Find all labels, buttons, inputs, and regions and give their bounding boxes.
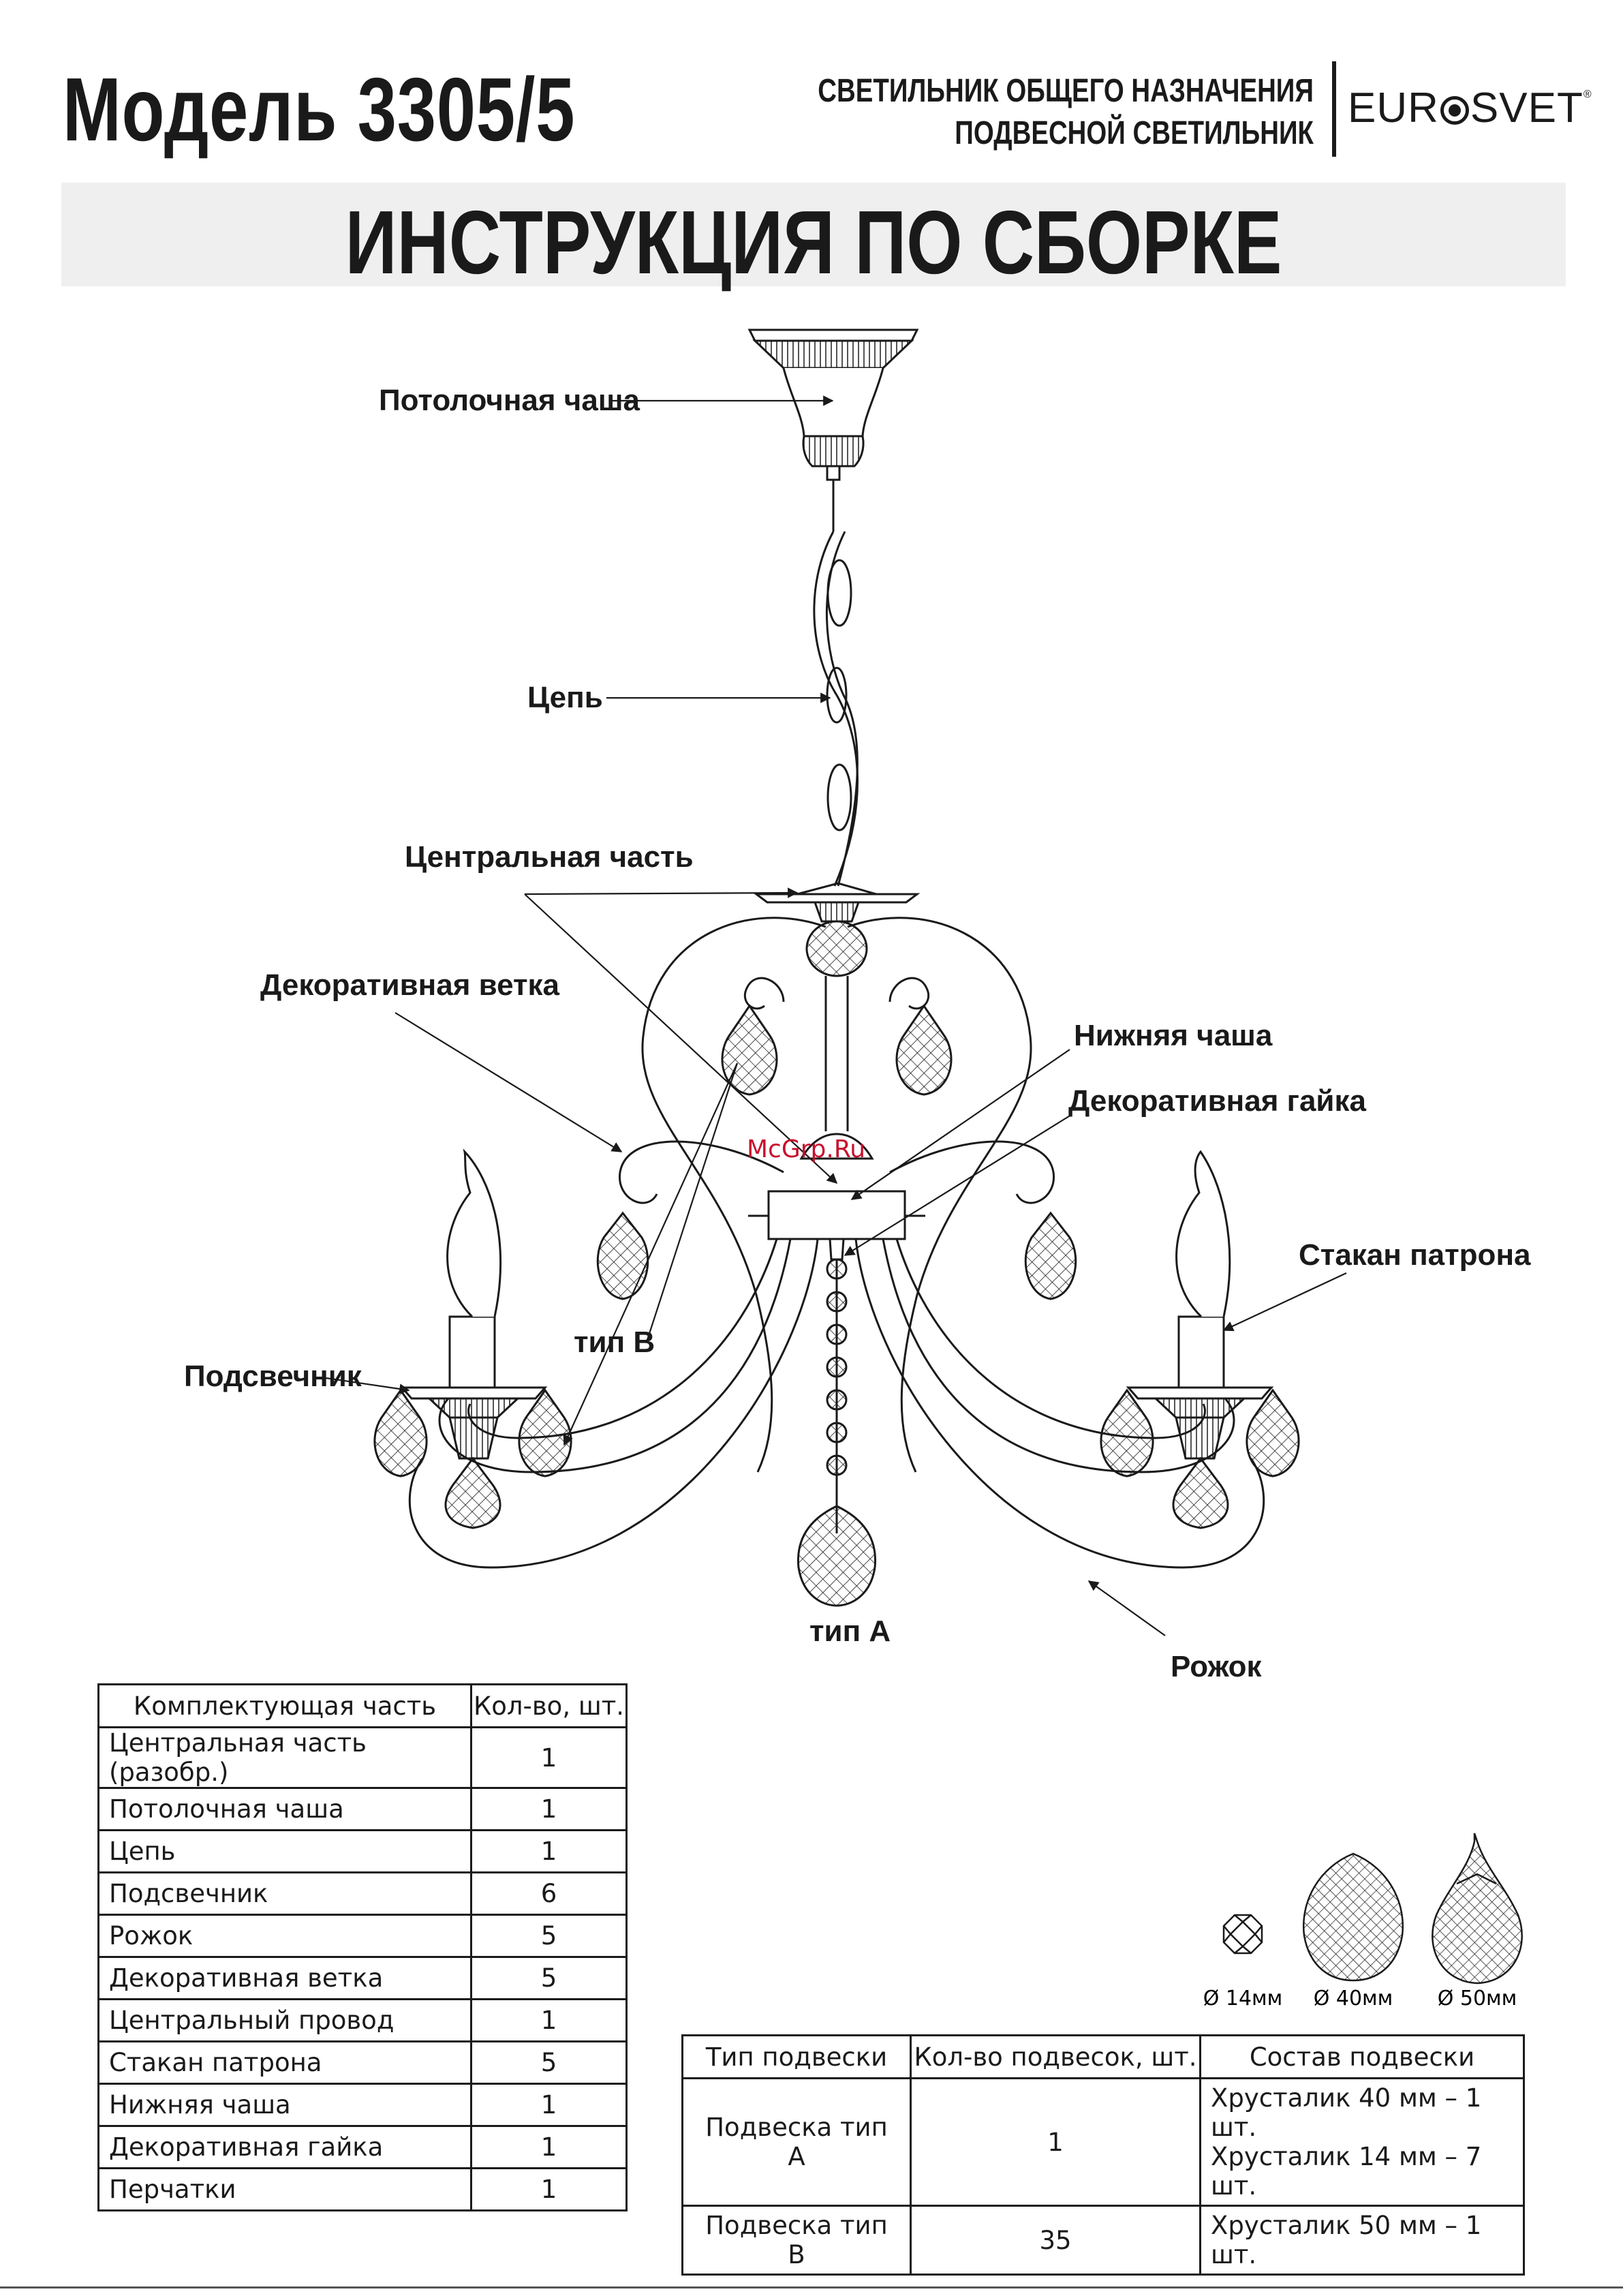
pendant-type-a: Подвеска тип А [681,2077,912,2207]
product-category: СВЕТИЛЬНИК ОБЩЕГО НАЗНАЧЕНИЯ ПОДВЕСНОЙ С… [634,68,1314,164]
pendant-qty-a: 1 [910,2077,1201,2207]
label-type-a: тип А [809,1614,891,1648]
part-name: Стакан патрона [97,2040,472,2085]
part-name: Потолочная чаша [97,1787,472,1831]
part-qty: 1 [470,2167,628,2211]
parts-header-qty: Кол-во, шт. [470,1683,628,1728]
pendant-type-a [797,1258,877,1607]
pendant-composition-a: Хрусталик 40 мм – 1 шт. Хрусталик 14 мм … [1199,2077,1525,2207]
pendant-header-qty: Кол-во подвесок, шт. [910,2034,1201,2079]
parts-table-header: Комплектующая часть Кол-во, шт. [97,1683,628,1728]
category-line-1: СВЕТИЛЬНИК ОБЩЕГО НАЗНАЧЕНИЯ [818,73,1314,109]
bottom-rule [0,2286,1623,2289]
part-name: Цепь [97,1829,472,1873]
pendants-type-b [373,1004,1300,1529]
crystal-14mm-icon [1222,1914,1263,1955]
part-qty: 1 [470,1998,628,2042]
label-ceiling-cup: Потолочная чаша [379,384,640,417]
part-name: Рожок [97,1914,472,1958]
caption-40mm: Ø 40мм [1314,1987,1393,2010]
pendant-qty-b: 35 [910,2205,1201,2276]
caption-50mm: Ø 50мм [1438,1987,1517,2010]
leader-lines [325,395,1347,1636]
part-qty: 1 [470,1787,628,1831]
label-socket-cup: Стакан патрона [1299,1238,1531,1272]
brand-registered-mark: ® [1583,89,1592,100]
part-qty: 1 [470,1726,628,1789]
label-arm: Рожок [1171,1650,1263,1683]
part-qty: 5 [470,2040,628,2085]
candle-holder-right-drawing [1126,1150,1274,1460]
part-qty: 1 [470,1829,628,1873]
model-title: Модель 3305/5 [63,59,576,159]
part-name: Центральный провод [97,1998,472,2042]
table-row: Подвеска тип А 1 Хрусталик 40 мм – 1 шт.… [681,2077,1525,2207]
socket-cup-left [448,1315,496,1389]
part-qty: 1 [470,2125,628,2169]
label-lower-cup: Нижняя чаша [1074,1019,1273,1052]
chain-drawing [813,531,859,887]
watermark: McGrp.Ru [747,1135,865,1163]
part-qty: 5 [470,1956,628,2000]
socket-cup-right [1177,1315,1225,1389]
pendant-header-type: Тип подвески [681,2034,912,2079]
header-divider [1332,61,1336,157]
pendant-composition-b: Хрусталик 50 мм – 1 шт. [1199,2205,1525,2276]
part-qty: 5 [470,1914,628,1958]
part-name: Перчатки [97,2167,472,2211]
part-name: Нижняя чаша [97,2083,472,2127]
brand-part-1: EUR [1348,85,1439,132]
label-decorative-nut: Декоративная гайка [1068,1084,1366,1118]
brand-part-2: SVET [1470,85,1583,132]
composition-a-line-2: Хрусталик 14 мм – 7 шт. [1211,2142,1482,2201]
candle-holder-left-drawing [399,1148,548,1460]
label-candle-holder: Подсвечник [184,1360,362,1393]
part-name: Декоративная гайка [97,2125,472,2169]
ceiling-cup-drawing [747,328,919,532]
instruction-title: ИНСТРУКЦИЯ ПО СБОРКЕ [345,192,1282,292]
title-bar: ИНСТРУКЦИЯ ПО СБОРКЕ [61,183,1566,292]
label-decorative-branch: Декоративная ветка [260,968,560,1002]
pendant-table-header: Тип подвески Кол-во подвесок, шт. Состав… [681,2034,1525,2079]
part-name: Центральная часть (разобр.) [97,1726,472,1789]
table-row: Подвеска тип В 35 Хрусталик 50 мм – 1 шт… [681,2205,1525,2276]
crystal-40mm-icon [1302,1852,1404,1982]
part-name: Декоративная ветка [97,1956,472,2000]
brand-o-mark-icon [1440,96,1469,125]
part-name: Подсвечник [97,1871,472,1916]
label-type-b: тип В [574,1326,655,1359]
pendant-type-b: Подвеска тип В [681,2205,912,2276]
caption-14mm: Ø 14мм [1203,1987,1283,2010]
part-qty: 1 [470,2083,628,2127]
table-row: Центральная часть (разобр.)1 [97,1726,628,1789]
crystal-50mm-icon [1432,1833,1523,1985]
chandelier-diagram: Потолочная чаша Цепь Центральная часть Д… [184,328,1531,1683]
parts-header-part: Комплектующая часть [97,1683,472,1728]
label-chain: Цепь [527,681,603,714]
composition-a-line-1: Хрусталик 40 мм – 1 шт. [1211,2083,1482,2142]
decorative-branch-drawing [619,917,1055,1473]
part-qty: 6 [470,1871,628,1916]
pendant-table: Тип подвески Кол-во подвесок, шт. Состав… [681,2034,1525,2276]
category-line-2: ПОДВЕСНОЙ СВЕТИЛЬНИК [955,115,1314,151]
central-part-drawing [748,882,925,1261]
parts-table: Комплектующая часть Кол-во, шт. Централь… [97,1683,628,2211]
crystal-sizes: Ø 14мм Ø 40мм Ø 50мм [1203,1833,1523,2010]
label-central-part: Центральная часть [405,840,694,874]
brand-logo: EUR SVET® [1348,87,1592,129]
pendant-header-composition: Состав подвески [1199,2034,1525,2079]
